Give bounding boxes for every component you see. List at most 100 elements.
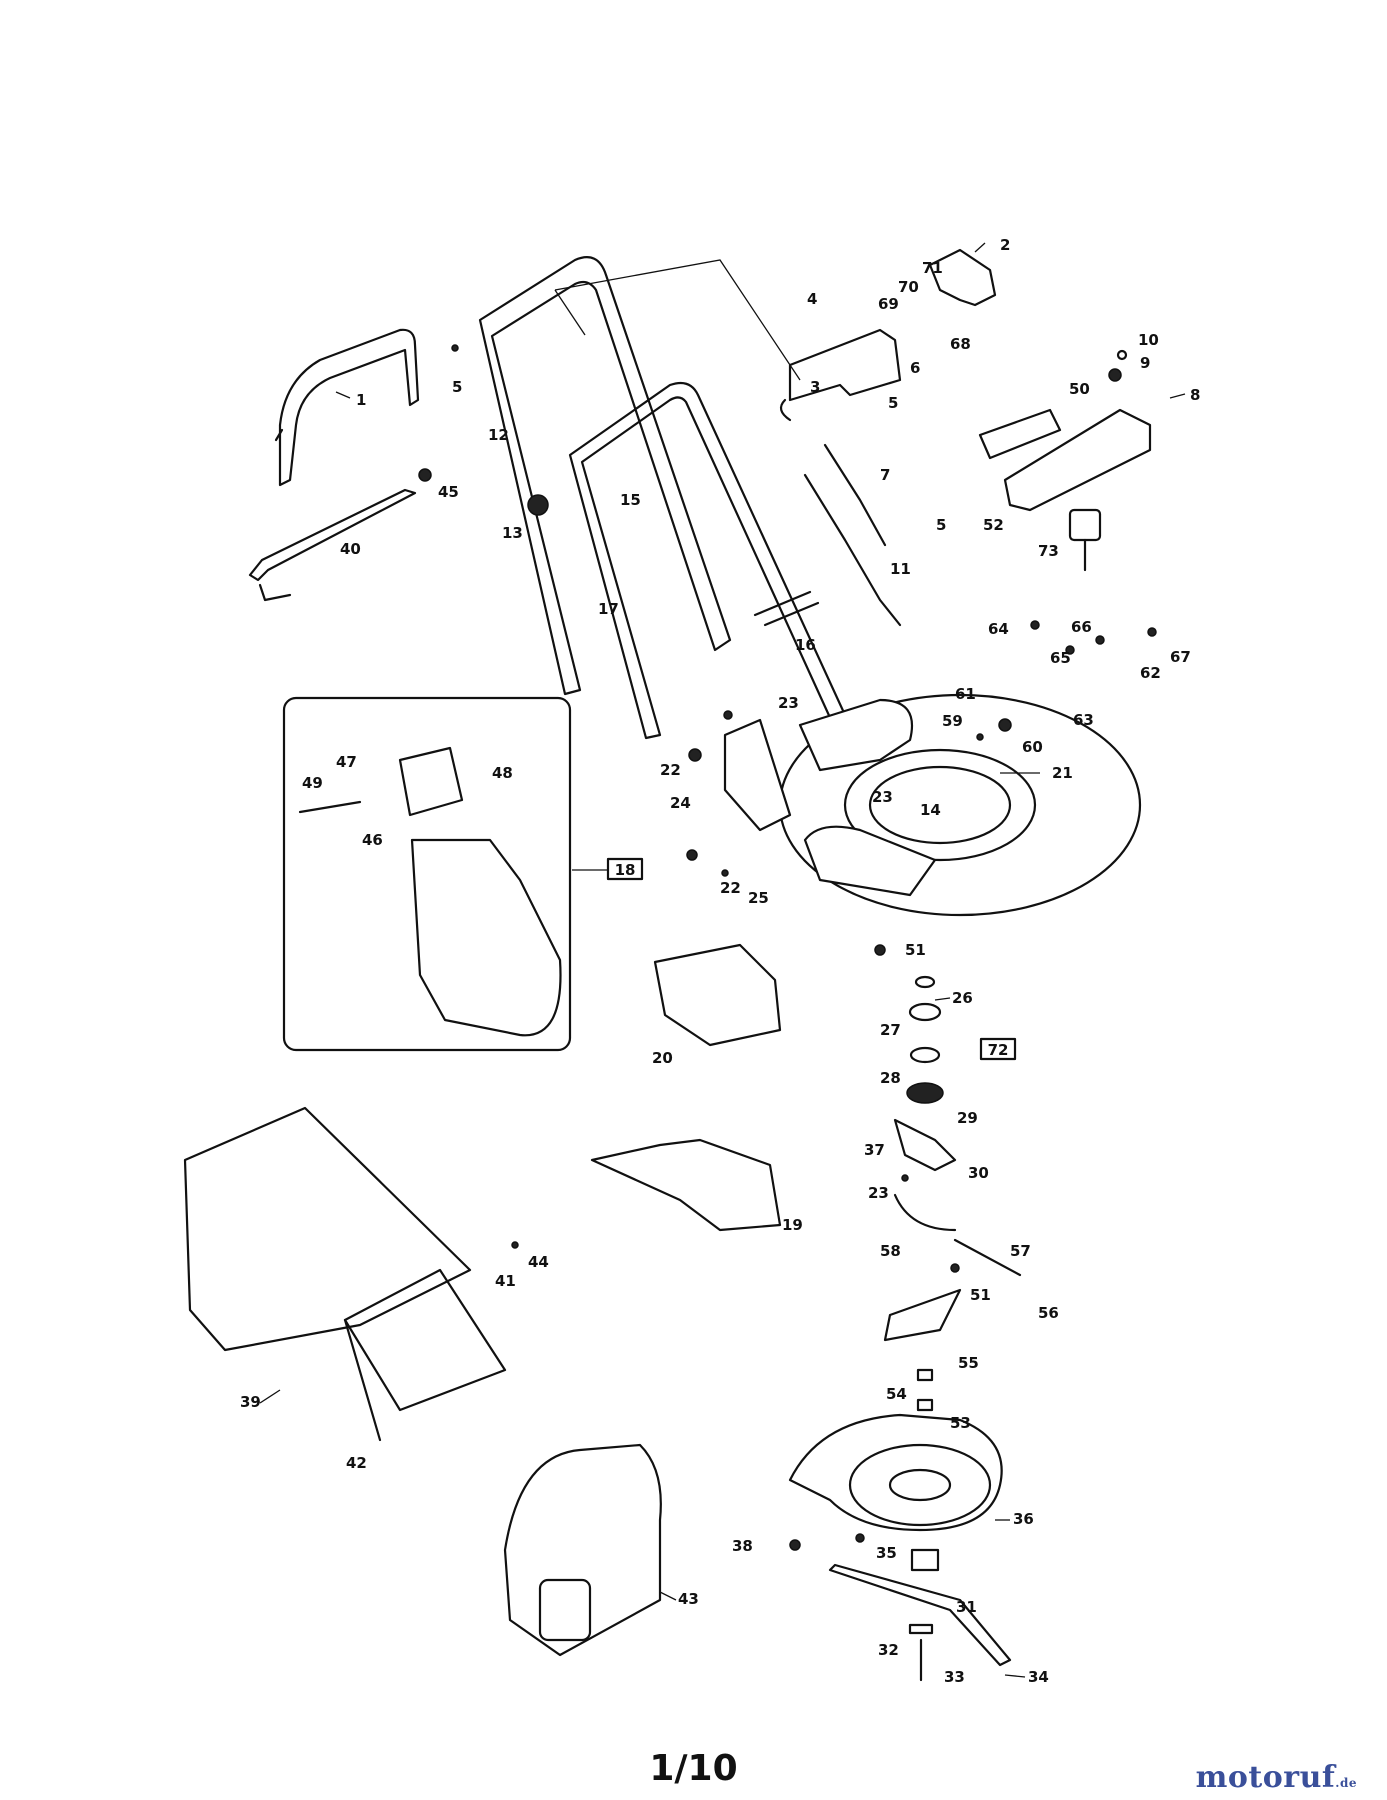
callout-36: 36 [1013, 1510, 1034, 1528]
callout-7: 7 [880, 466, 890, 484]
callout-46: 46 [362, 831, 383, 849]
callout-5: 5 [936, 516, 946, 534]
callout-39: 39 [240, 1393, 261, 1411]
callout-53: 53 [950, 1414, 971, 1432]
leader-lines [259, 242, 1186, 1678]
callout-1: 1 [356, 391, 366, 409]
callout-12: 12 [488, 426, 509, 444]
callout-9: 9 [1140, 354, 1150, 372]
callout-54: 54 [886, 1385, 907, 1403]
callout-64: 64 [988, 620, 1009, 638]
callout-60: 60 [1022, 738, 1043, 756]
callout-14: 14 [920, 801, 941, 819]
rod [248, 488, 417, 602]
callout-65: 65 [1050, 649, 1071, 667]
mower-deck [723, 693, 1142, 917]
callout-5: 5 [452, 378, 462, 396]
blade-housing [788, 1413, 1003, 1532]
callout-42: 42 [346, 1454, 367, 1472]
boxed-label-18: 18 [572, 857, 644, 881]
discharge-covers [590, 943, 782, 1232]
callout-49: 49 [302, 774, 323, 792]
callout-15: 15 [620, 491, 641, 509]
callout-32: 32 [878, 1641, 899, 1659]
callout-labels: 1 2 3 4 5 5 5 6 7 8 9 10 11 12 13 14 15 … [240, 236, 1200, 1686]
blade [828, 1548, 1012, 1682]
callout-57: 57 [1010, 1242, 1031, 1260]
svg-text:18: 18 [615, 861, 636, 879]
callout-16: 16 [795, 636, 816, 654]
callout-44: 44 [528, 1253, 549, 1271]
blade-drive-stack [883, 975, 1022, 1412]
upper-handle-bar [274, 328, 420, 487]
callout-28: 28 [880, 1069, 901, 1087]
callout-56: 56 [1038, 1304, 1059, 1322]
callout-43: 43 [678, 1590, 699, 1608]
key [1108, 349, 1128, 382]
callout-37: 37 [864, 1141, 885, 1159]
callout-2: 2 [1000, 236, 1010, 254]
battery-pack [978, 408, 1152, 572]
callout-22: 22 [660, 761, 681, 779]
grass-bag [183, 1106, 507, 1442]
callout-69: 69 [878, 295, 899, 313]
watermark-suffix: .de [1335, 1776, 1357, 1790]
callout-59: 59 [942, 712, 963, 730]
callout-30: 30 [968, 1164, 989, 1182]
mulching-chute-inset [282, 696, 572, 1052]
callout-23: 23 [872, 788, 893, 806]
callout-26: 26 [952, 989, 973, 1007]
callout-8: 8 [1190, 386, 1200, 404]
callout-6: 6 [910, 359, 920, 377]
callout-19: 19 [782, 1216, 803, 1234]
rods [753, 590, 820, 627]
callout-70: 70 [898, 278, 919, 296]
callout-66: 66 [1071, 618, 1092, 636]
callout-5: 5 [888, 394, 898, 412]
callout-61: 61 [955, 685, 976, 703]
watermark-brand: motoruf [1195, 1760, 1336, 1795]
callout-34: 34 [1028, 1668, 1049, 1686]
callout-3: 3 [810, 378, 820, 396]
callout-29: 29 [957, 1109, 978, 1127]
callout-27: 27 [880, 1021, 901, 1039]
callout-58: 58 [880, 1242, 901, 1260]
callout-41: 41 [495, 1272, 516, 1290]
callout-23: 23 [778, 694, 799, 712]
svg-text:72: 72 [988, 1041, 1009, 1059]
callout-38: 38 [732, 1537, 753, 1555]
callout-33: 33 [944, 1668, 965, 1686]
handle-assembly [478, 256, 847, 740]
control-bracket [779, 248, 997, 422]
callout-45: 45 [438, 483, 459, 501]
callout-17: 17 [598, 600, 619, 618]
callout-10: 10 [1138, 331, 1159, 349]
callout-67: 67 [1170, 648, 1191, 666]
callout-62: 62 [1140, 664, 1161, 682]
rear-bag [503, 1443, 662, 1657]
callout-63: 63 [1073, 711, 1094, 729]
page-number: 1/10 [649, 1748, 738, 1789]
callout-11: 11 [890, 560, 911, 578]
callout-24: 24 [670, 794, 691, 812]
callout-21: 21 [1052, 764, 1073, 782]
watermark-logo: motoruf.de [1196, 1760, 1357, 1795]
callout-4: 4 [807, 290, 817, 308]
callout-13: 13 [502, 524, 523, 542]
callout-35: 35 [876, 1544, 897, 1562]
callout-40: 40 [340, 540, 361, 558]
callout-31: 31 [956, 1598, 977, 1616]
callout-51: 51 [970, 1286, 991, 1304]
callout-22: 22 [720, 879, 741, 897]
callout-20: 20 [652, 1049, 673, 1067]
callout-50: 50 [1069, 380, 1090, 398]
callout-47: 47 [336, 753, 357, 771]
callout-51: 51 [905, 941, 926, 959]
callout-71: 71 [922, 259, 943, 277]
callout-25: 25 [748, 889, 769, 907]
callout-55: 55 [958, 1354, 979, 1372]
boxed-label-72: 72 [979, 1037, 1017, 1061]
callout-52: 52 [983, 516, 1004, 534]
callout-68: 68 [950, 335, 971, 353]
small-hardware [418, 344, 1157, 1551]
